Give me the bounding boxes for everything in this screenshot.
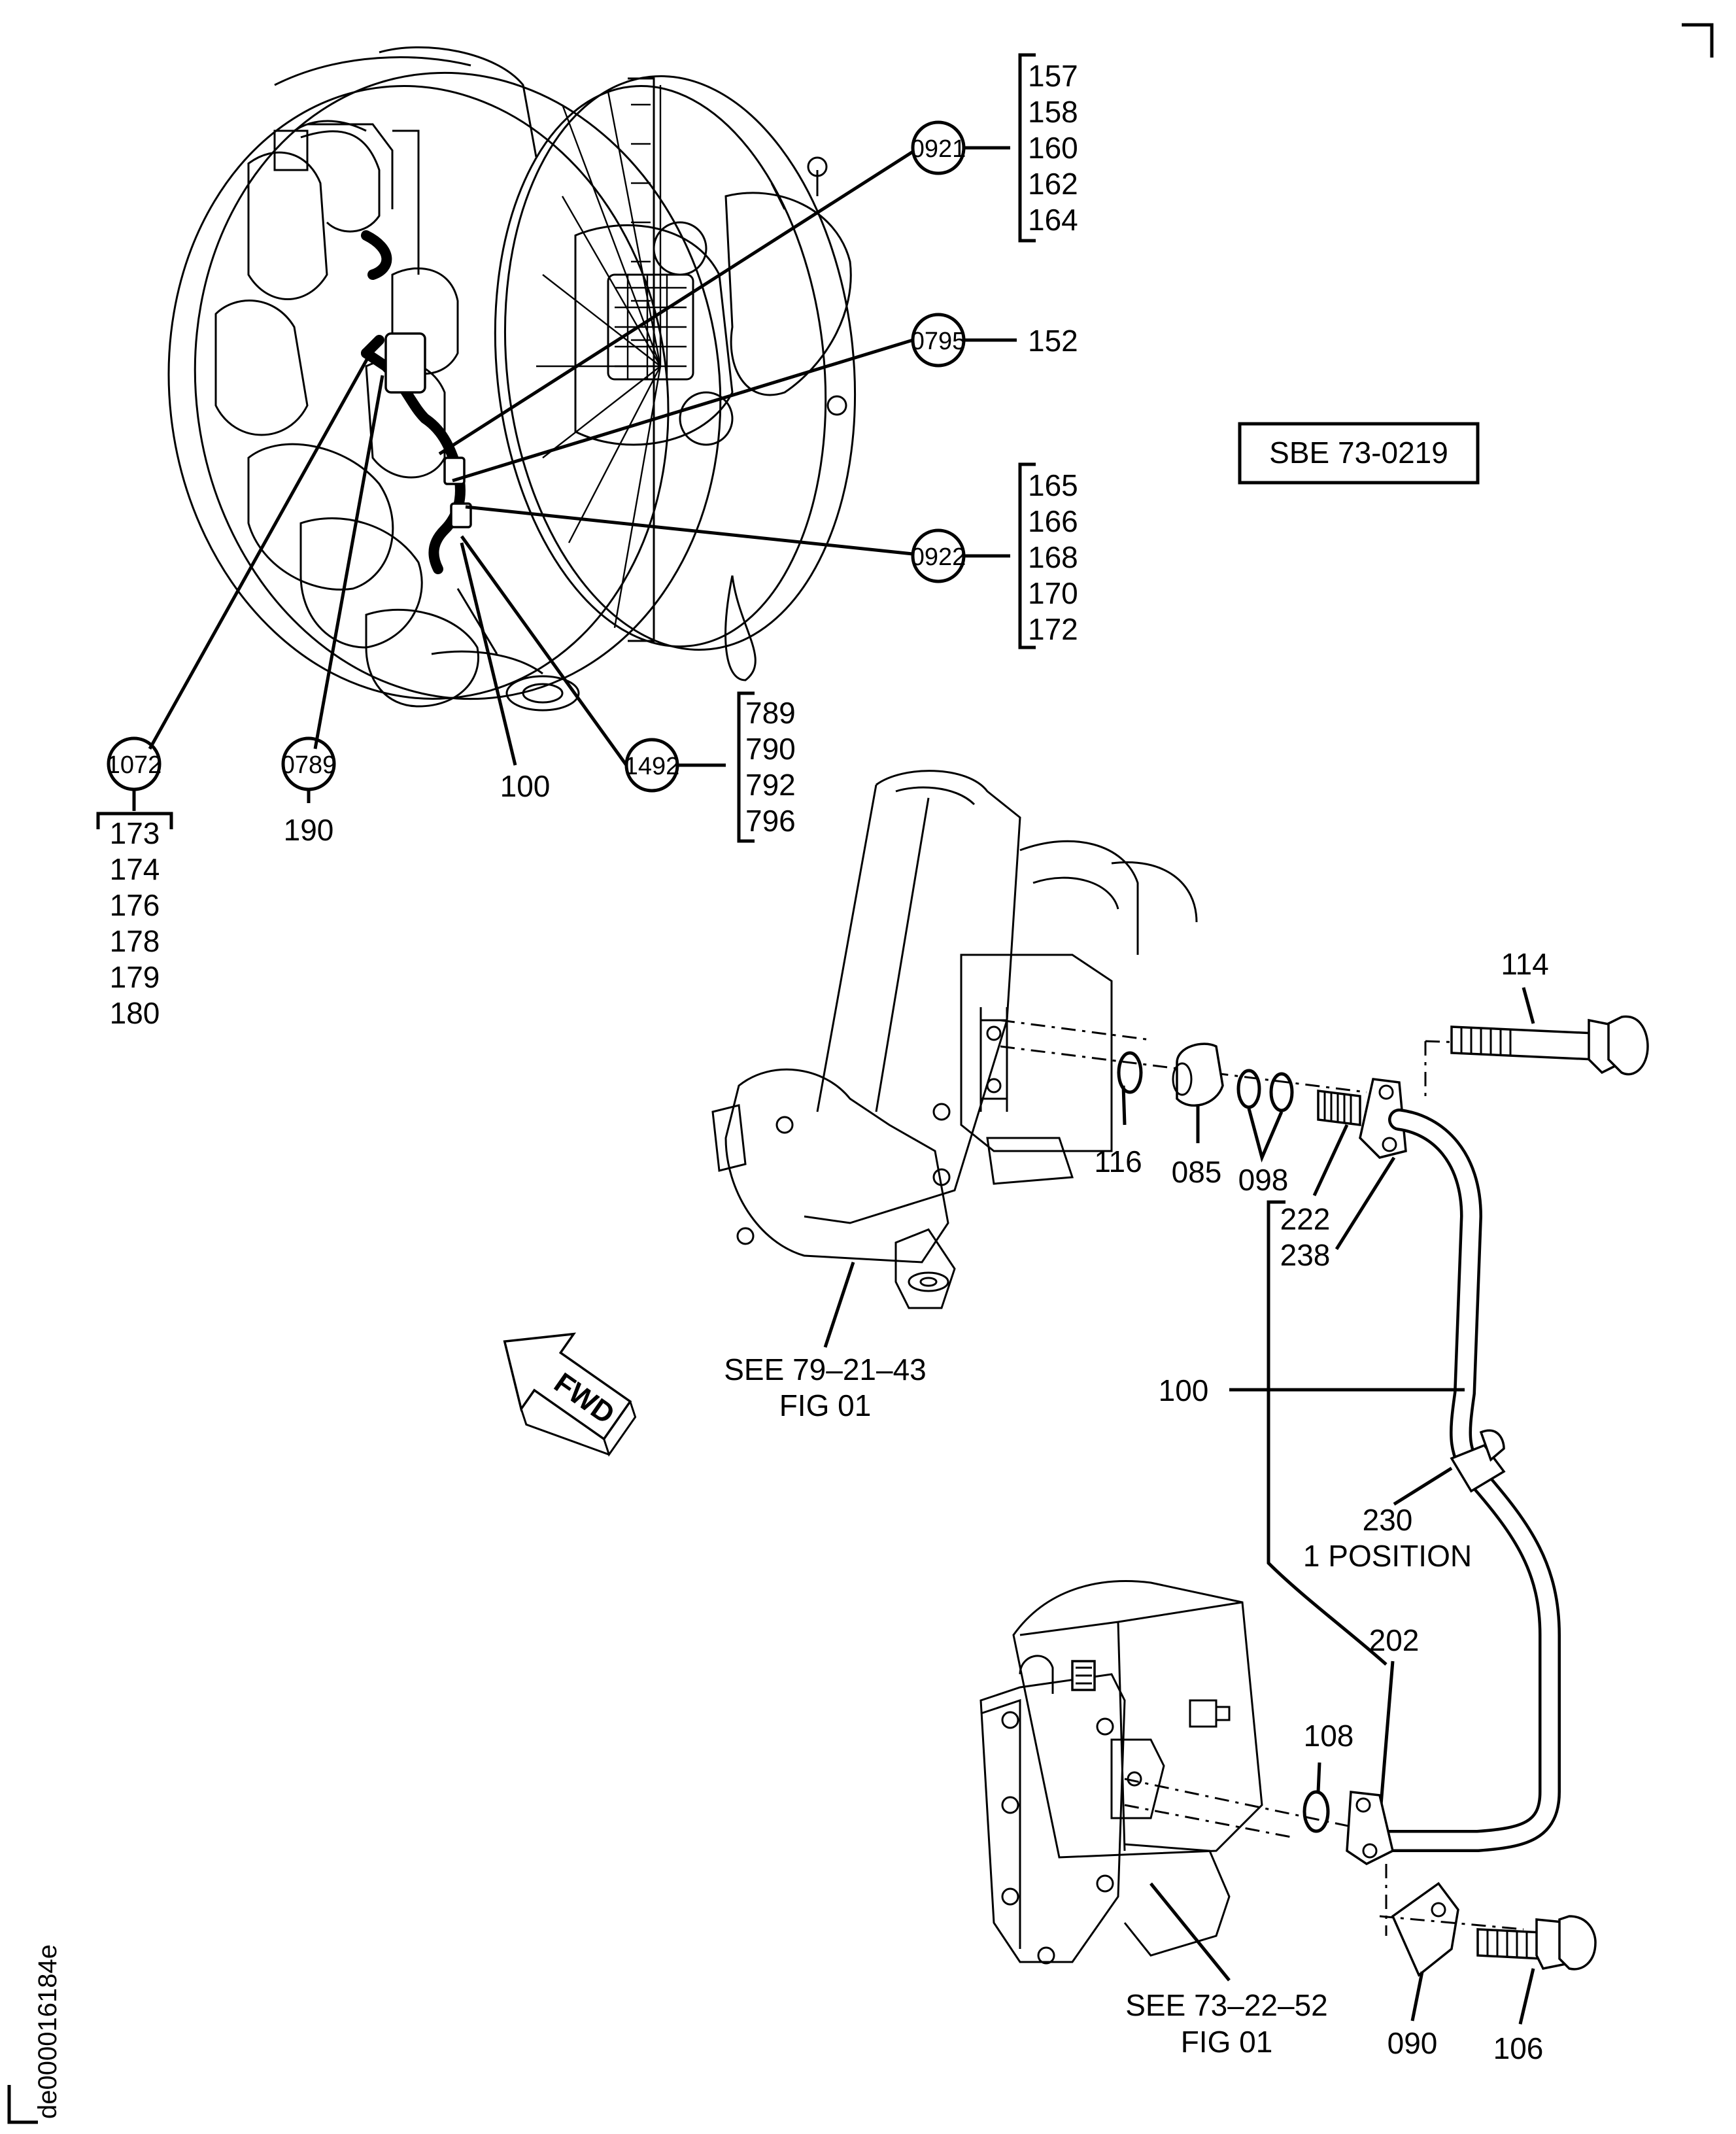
callout-1072: 1072 173 174 176 178 179 180 bbox=[96, 736, 173, 1030]
engine-illustration bbox=[167, 46, 857, 712]
engine-leader-lines bbox=[148, 150, 914, 766]
callout-1072-item-6: 180 bbox=[110, 996, 160, 1030]
callout-1072-id: 1072 bbox=[107, 751, 162, 779]
part-label-100-main: 100 bbox=[1159, 1373, 1209, 1407]
leader-106 bbox=[1518, 1968, 1535, 2025]
part-label-230: 230 bbox=[1363, 1503, 1413, 1537]
leader-222 bbox=[1312, 1124, 1349, 1197]
callout-0922-item-5: 172 bbox=[1028, 612, 1078, 646]
callout-0789-id: 0789 bbox=[281, 751, 337, 779]
callout-0922-id: 0922 bbox=[911, 543, 966, 571]
part-label-230-position: 1 POSITION bbox=[1303, 1539, 1472, 1573]
sbe-reference-text: SBE 73-0219 bbox=[1269, 436, 1448, 470]
part-label-116: 116 bbox=[1094, 1144, 1142, 1179]
callout-1492: 1492 789 790 792 796 bbox=[624, 691, 796, 843]
leader-202 bbox=[1379, 1661, 1395, 1806]
leader-230 bbox=[1393, 1466, 1453, 1506]
callout-0921-item-5: 164 bbox=[1028, 203, 1078, 237]
leader-116 bbox=[1121, 1085, 1127, 1126]
callout-0921-id: 0921 bbox=[911, 135, 966, 163]
part-label-098: 098 bbox=[1238, 1163, 1289, 1197]
callout-1492-id: 1492 bbox=[624, 753, 680, 780]
part-label-108: 108 bbox=[1304, 1719, 1354, 1753]
seal-116 bbox=[1117, 1051, 1143, 1094]
callout-1072-item-4: 178 bbox=[110, 924, 160, 958]
callout-0921: 0921 157 158 160 162 164 bbox=[911, 53, 1078, 243]
callout-0921-item-3: 160 bbox=[1028, 131, 1078, 165]
sbe-reference-box: SBE 73-0219 bbox=[1238, 422, 1480, 485]
forward-arrow: FWD bbox=[503, 1332, 637, 1457]
callout-1072-item-2: 174 bbox=[110, 852, 160, 886]
leader-ref-73-22-52 bbox=[1149, 1882, 1231, 1982]
leader-202-bracket bbox=[1267, 1200, 1387, 1666]
callout-0922: 0922 165 166 168 170 172 bbox=[911, 462, 1078, 649]
part-label-085: 085 bbox=[1172, 1155, 1222, 1189]
tube-100 bbox=[1375, 1109, 1561, 1852]
drawing-id: de000016184e bbox=[33, 1944, 62, 2119]
part-label-106: 106 bbox=[1493, 2031, 1544, 2065]
callout-0789: 0789 190 bbox=[281, 736, 337, 847]
callout-0921-item-4: 162 bbox=[1028, 167, 1078, 201]
seal-108 bbox=[1302, 1790, 1330, 1833]
part-label-238: 238 bbox=[1280, 1238, 1331, 1272]
callout-0921-item-1: 157 bbox=[1028, 59, 1078, 93]
callout-1492-item-2: 790 bbox=[745, 732, 796, 766]
leader-ref-79-21-43 bbox=[823, 1262, 855, 1348]
callout-0795-id: 0795 bbox=[911, 328, 966, 355]
part-label-114: 114 bbox=[1501, 947, 1548, 981]
reference-73-22-52-line2: FIG 01 bbox=[1181, 2025, 1273, 2059]
leader-098 bbox=[1247, 1108, 1284, 1163]
leader-238 bbox=[1335, 1156, 1396, 1250]
callout-0922-item-2: 166 bbox=[1028, 504, 1078, 538]
callout-1072-item-5: 179 bbox=[110, 960, 160, 994]
upper-component-illustration bbox=[711, 770, 1367, 1309]
part-label-100-engine: 100 bbox=[500, 769, 551, 803]
leader-090 bbox=[1410, 1971, 1424, 2022]
callout-1072-item-1: 173 bbox=[110, 816, 160, 850]
part-label-222: 222 bbox=[1280, 1202, 1331, 1236]
fitting-parts bbox=[1117, 1015, 1649, 1159]
callout-0921-item-2: 158 bbox=[1028, 95, 1078, 129]
crop-marks bbox=[7, 23, 1714, 2124]
part-label-090: 090 bbox=[1387, 2026, 1438, 2060]
callout-0922-item-3: 168 bbox=[1028, 540, 1078, 574]
reference-79-21-43-line2: FIG 01 bbox=[779, 1388, 872, 1422]
callout-1492-item-4: 796 bbox=[745, 804, 796, 838]
reference-79-21-43-line1: SEE 79–21–43 bbox=[724, 1352, 927, 1386]
leader-108 bbox=[1316, 1762, 1321, 1793]
callout-0922-item-1: 165 bbox=[1028, 468, 1078, 502]
callout-0922-item-4: 170 bbox=[1028, 576, 1078, 610]
lower-component-illustration bbox=[979, 1580, 1374, 1965]
lower-fittings bbox=[1346, 1791, 1597, 1977]
callout-1492-item-3: 792 bbox=[745, 768, 796, 802]
callout-1072-item-3: 176 bbox=[110, 888, 160, 922]
callout-0795: 0795 152 bbox=[911, 313, 1078, 368]
callout-1492-item-1: 789 bbox=[745, 696, 796, 730]
part-label-202: 202 bbox=[1369, 1623, 1420, 1657]
callout-0789-item: 190 bbox=[284, 813, 334, 847]
reference-73-22-52-line1: SEE 73–22–52 bbox=[1125, 1988, 1328, 2022]
leader-114 bbox=[1522, 987, 1535, 1024]
callout-0795-item: 152 bbox=[1028, 324, 1078, 358]
